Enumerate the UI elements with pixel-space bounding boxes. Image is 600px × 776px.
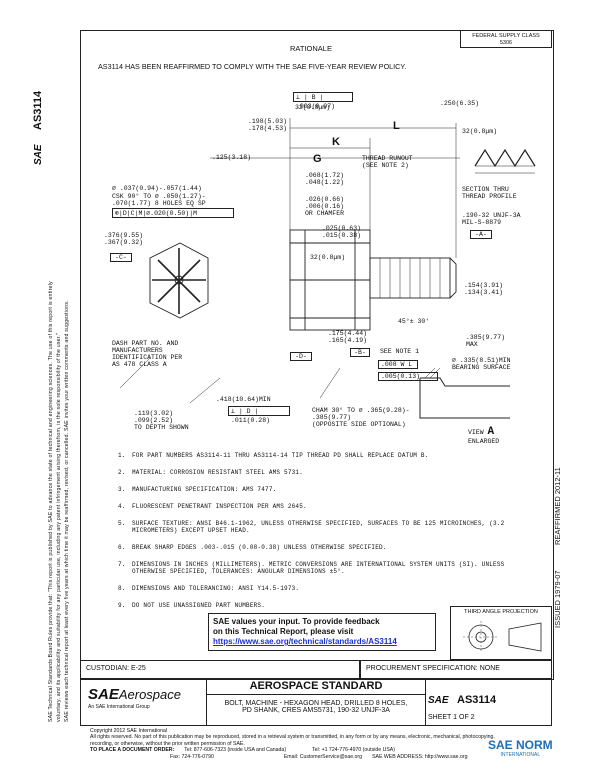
- feedback-line-1: SAE values your input. To provide feedba…: [213, 617, 380, 626]
- dim-385: .385(9.77)MAX: [466, 334, 506, 348]
- note-item: 3.MANUFACTURING SPECIFICATION: AMS 7477.: [118, 486, 277, 493]
- footer-web: SAE WEB ADDRESS: http://www.sae.org: [372, 753, 468, 760]
- hex-head-view: [149, 242, 209, 319]
- feedback-box: SAE values your input. To provide feedba…: [208, 613, 436, 651]
- dim-068: .068(1.72).048(1.22): [305, 172, 345, 186]
- technical-drawing: [119, 118, 536, 419]
- watermark: SAE NORM INTERNATIONAL: [488, 738, 553, 758]
- see-note-1: SEE NOTE 1: [380, 348, 420, 355]
- custodian: CUSTODIAN: E-25: [80, 660, 360, 679]
- footer-tel-2: Tel: +1 724-776-4970 (outside USA): [312, 747, 395, 754]
- dim-250: .250(6.35): [440, 100, 480, 107]
- note-item: 7.DIMENSIONS IN INCHES (MILLIMETERS). ME…: [118, 561, 505, 575]
- doc-number: AS3114: [457, 694, 497, 706]
- third-angle-projection: THIRD ANGLE PROJECTION: [450, 606, 552, 660]
- federal-class-number: 5306: [499, 40, 513, 46]
- dim-label-l: L: [393, 120, 400, 132]
- dim-198: .198(5.03): [248, 118, 288, 125]
- thread-profile: [474, 148, 536, 168]
- dim-45-deg: 45°± 30': [398, 318, 430, 325]
- position-tolerance-frame: ⊕|D|C|M|⌀.020(0.50)|M: [112, 208, 234, 218]
- perpendicularity-frame-top: ⊥ | B | .003(0.07): [293, 92, 353, 110]
- datum-d: -D-: [290, 352, 312, 361]
- note-item: 6.BREAK SHARP EDGES .003-.015 (0.08-0.38…: [118, 544, 387, 551]
- logo-aerospace-text: Aerospace: [118, 687, 181, 702]
- drill-holes-spec: ⌀ .037(0.94)-.057(1.44)CSK 90° TO ⌀ .050…: [112, 185, 206, 207]
- thread-runout: THREAD RUNOUT(SEE NOTE 2): [362, 155, 413, 169]
- feedback-line-2: on this Technical Report, please visit: [213, 627, 354, 636]
- title-line-2: PD SHANK, CRES AMS5731, 190-32 UNJF-3A: [242, 707, 390, 714]
- note-frame-2: .005(0.13): [378, 372, 438, 381]
- footer-rights-2: recording, or otherwise, without the pri…: [90, 740, 245, 747]
- drawing-frame: [80, 30, 554, 680]
- dim-32-shank: 32(0.8μm): [310, 254, 346, 261]
- dim-154: .154(3.91).134(3.41): [464, 282, 504, 296]
- sheet-number: SHEET 1 OF 2: [428, 714, 475, 721]
- notes-list: 1.FOR PART NUMBERS AS3114-11 THRU AS3114…: [118, 452, 538, 619]
- watermark-text: SAE NORM: [488, 738, 553, 752]
- note-item: 2.MATERIAL: CORROSION RESISTANT STEEL AM…: [118, 469, 304, 476]
- aerospace-standard-heading: AEROSPACE STANDARD: [207, 678, 425, 695]
- note-frame-1: .008 W L: [378, 360, 418, 369]
- logo-sae-text: SAE: [88, 686, 119, 703]
- footer-copyright: Copyright 2012 SAE International: [90, 728, 167, 734]
- datum-b: -B-: [350, 348, 370, 357]
- dim-025: .025(0.63).015(0.38): [322, 225, 362, 239]
- footer: Copyright 2012 SAE International All rig…: [90, 728, 550, 760]
- dim-32-thread: 32(0.8μm): [462, 128, 498, 135]
- dim-32-top: 32(0.8μm): [295, 104, 331, 111]
- perpendicularity-frame-bottom: ⊥ | D | .011(0.28): [228, 406, 290, 424]
- rationale-text: AS3114 HAS BEEN REAFFIRMED TO COMPLY WIT…: [98, 62, 407, 71]
- rationale-title: RATIONALE: [290, 44, 332, 53]
- projection-label: THIRD ANGLE PROJECTION: [464, 609, 538, 615]
- reaffirmed-date: REAFFIRMED 2012-11: [553, 467, 562, 545]
- sae-small-logo: SAE: [428, 695, 449, 706]
- dim-label-g: G: [313, 153, 322, 165]
- dim-175: .175(4.44).165(4.19): [328, 330, 368, 344]
- dim-119: .119(3.02).099(2.52)TO DEPTH SHOWN: [134, 410, 189, 431]
- title-block: [80, 678, 552, 726]
- federal-class-label: FEDERAL SUPPLY CLASS: [472, 33, 540, 39]
- footer-fax: Fax: 724-776-0790: [170, 753, 214, 760]
- watermark-sub: INTERNATIONAL: [500, 752, 541, 758]
- left-margin-legal-3: SAE reviews each technical report at lea…: [64, 300, 70, 722]
- dim-418: .418(10.64)MIN: [216, 396, 271, 403]
- footer-rights: All rights reserved. No part of this pub…: [90, 734, 495, 741]
- chamfer-note: CHAM 30° TO ⌀ .365(9.28)-.385(9.77)(OPPO…: [312, 407, 410, 428]
- footer-email: Email: CustomerService@sae.org: [283, 753, 363, 760]
- dim-376: .376(9.55).367(9.32): [104, 232, 144, 246]
- left-margin-doc-number: AS3114: [32, 90, 44, 130]
- issued-date: ISSUED 1979-07: [553, 570, 562, 628]
- left-margin-sae-logo: SAE: [33, 144, 44, 165]
- procurement: PROCUREMENT SPECIFICATION: NONE: [360, 660, 552, 679]
- feedback-link[interactable]: https://www.sae.org/technical/standards/…: [213, 637, 397, 646]
- dim-125: .125(3.18): [212, 154, 252, 161]
- dim-label-k: K: [332, 136, 340, 148]
- projection-symbol: [463, 621, 542, 653]
- datum-a: -A-: [470, 230, 492, 239]
- title-center: AEROSPACE STANDARD BOLT, MACHINE - HEXAG…: [206, 678, 426, 726]
- dim-026: .026(0.66).006(0.16)OR CHAMFER: [305, 196, 345, 217]
- title-line-1: BOLT, MACHINE - HEXAGON HEAD, DRILLED 8 …: [224, 700, 408, 707]
- note-item: 5.SURFACE TEXTURE: ANSI B46.1-1962, UNLE…: [118, 520, 505, 534]
- left-margin-legal-1: SAE Technical Standards Board Rules prov…: [48, 281, 54, 722]
- dim-178: .178(4.53): [248, 125, 288, 132]
- note-item: 8.DIMENSIONS AND TOLERANCING: ANSI Y14.5…: [118, 585, 300, 592]
- datum-c: -C-: [110, 253, 132, 262]
- note-item: 1.FOR PART NUMBERS AS3114-11 THRU AS3114…: [118, 452, 429, 459]
- footer-order-label: TO PLACE A DOCUMENT ORDER:: [90, 747, 175, 754]
- federal-supply-class: FEDERAL SUPPLY CLASS 5306: [460, 30, 552, 48]
- footer-tel-1: Tel: 877-606-7323 (inside USA and Canada…: [184, 747, 287, 754]
- note-item: 4.FLUORESCENT PENETRANT INSPECTION PER A…: [118, 503, 307, 510]
- left-margin-legal-2: voluntary, and its applicability and sui…: [56, 332, 62, 722]
- sae-aerospace-logo: SAEAerospace An SAE International Group: [88, 686, 181, 710]
- doc-number-block: SAE AS3114 SHEET 1 OF 2: [428, 690, 496, 721]
- logo-subtitle: An SAE International Group: [88, 704, 150, 710]
- note-item: 9.DO NOT USE UNASSIGNED PART NUMBERS.: [118, 602, 266, 609]
